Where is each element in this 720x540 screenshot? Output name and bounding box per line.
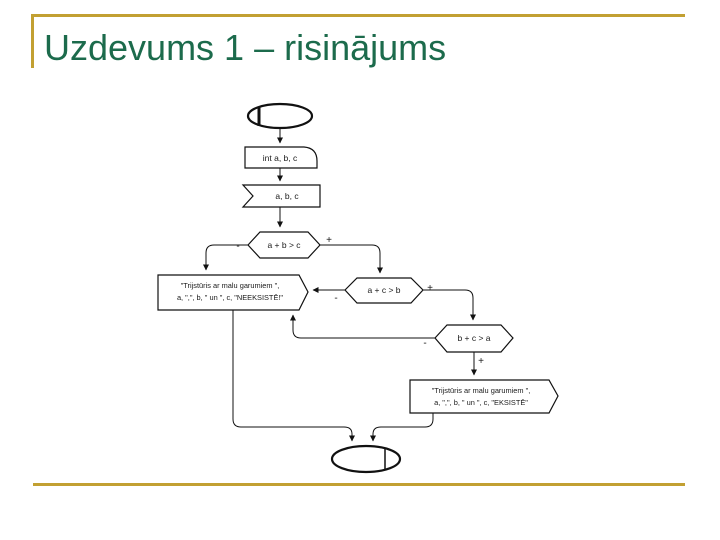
declaration-box [244, 146, 318, 169]
connector-decision-3-minus [290, 314, 435, 339]
end-terminator [330, 444, 402, 474]
decision-1-plus-label: + [326, 235, 332, 246]
accent-left-line [31, 14, 34, 68]
decision-2-text: a + c > b [367, 285, 400, 295]
connector-decision-1-minus [203, 244, 248, 271]
decision-2-plus-label: + [427, 283, 433, 294]
decision-1-minus-label: - [236, 241, 239, 252]
connector-neeksiste-to-end [232, 310, 355, 442]
output-eksiste-line1: "Trijstūris ar malu garumiem ", [432, 386, 531, 395]
decision-2-minus-label: - [334, 293, 337, 304]
decision-3-minus-label: - [423, 338, 426, 349]
connector-decision-1-plus [320, 244, 383, 274]
output-eksiste-box [409, 379, 559, 414]
output-neeksiste-box [157, 274, 309, 311]
accent-top-line [31, 14, 685, 17]
decision-3-shape [434, 324, 514, 353]
connector-eksiste-to-end [370, 413, 434, 442]
connector-decision-2-plus [423, 289, 476, 321]
output-eksiste-line2: a, ",", b, " un ", c, "EKSISTĒ" [434, 398, 528, 407]
decision-3-text: b + c > a [457, 333, 490, 343]
output-neeksiste-line1: "Trijstūris ar malu garumiem ", [181, 281, 280, 290]
accent-bottom-line [33, 483, 685, 486]
slide-title: Uzdevums 1 – risinājums [44, 27, 447, 68]
output-neeksiste-line2: a, ",", b, " un ", c, "NEEKSISTĒ!" [177, 293, 283, 302]
input-box [241, 184, 321, 208]
decision-1-text: a + b > c [267, 240, 301, 250]
input-text: a, b, c [275, 191, 299, 201]
declaration-text: int a, b, c [263, 153, 298, 163]
decision-3-plus-label: + [478, 356, 484, 367]
